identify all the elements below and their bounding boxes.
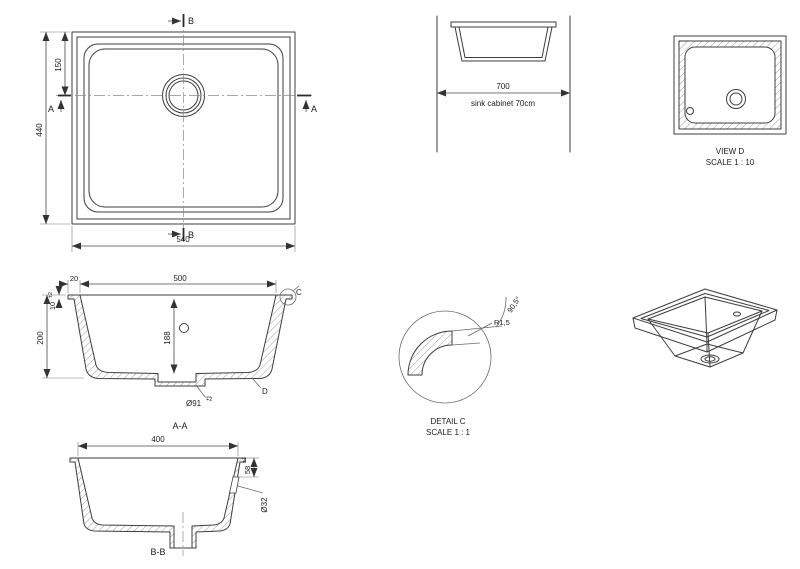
body-edge xyxy=(632,317,636,329)
dim-10: 10 xyxy=(48,302,57,310)
dim-r15: R1,5 xyxy=(494,318,510,327)
dim-400: 400 xyxy=(151,435,165,444)
dim-58-tol: ±1 xyxy=(242,457,248,463)
bowl-profile xyxy=(77,457,239,549)
body-edge xyxy=(706,319,776,353)
drain-inner-circle xyxy=(729,92,743,106)
rim-inner-quad xyxy=(640,293,770,338)
view-d-title: VIEW D xyxy=(716,147,745,156)
detail-c-view: R1,5 90,5° DETAIL C SCALE 1 : 1 xyxy=(398,295,523,437)
bowl-edge xyxy=(704,296,708,345)
detail-hatching xyxy=(408,331,452,375)
dim-700: 700 xyxy=(496,82,510,91)
bowl-profile xyxy=(79,294,277,383)
view-d-scale: SCALE 1 : 10 xyxy=(706,158,755,167)
dim-150: 150 xyxy=(54,58,63,72)
section-bb-caption: B-B xyxy=(150,547,165,557)
plan-view: B B A A 440 150 540 xyxy=(35,14,317,252)
corner-hole xyxy=(686,107,694,115)
dim-540: 540 xyxy=(176,235,190,244)
cut-material-hatching xyxy=(68,295,292,386)
top-face-extension xyxy=(451,325,503,332)
dim-58: 58 xyxy=(243,466,252,474)
drain-outer-circle xyxy=(726,89,746,109)
rim-hatching xyxy=(679,41,781,129)
detail-boundary-circle xyxy=(398,310,492,404)
bowl-edge xyxy=(707,332,711,368)
sink-rim-edge xyxy=(678,40,782,130)
isometric-view xyxy=(632,288,778,368)
detail-c-title: DETAIL C xyxy=(430,417,465,426)
overflow-dim-leader xyxy=(237,485,264,494)
dim-440: 440 xyxy=(35,123,44,137)
section-b-label-top: B xyxy=(188,16,194,26)
dim-91: Ø91 xyxy=(186,399,202,408)
detail-d-leader xyxy=(251,377,262,389)
outer-profile xyxy=(69,457,246,549)
body-edge xyxy=(634,327,708,353)
section-a-label-right: A xyxy=(311,104,317,114)
sink-outer-edge xyxy=(673,35,787,135)
inner-face-extension xyxy=(451,342,481,346)
angle-arc xyxy=(495,296,507,328)
dim-32: Ø32 xyxy=(260,497,269,513)
dim-500: 500 xyxy=(173,274,187,283)
cabinet-elevation-view: 700 sink cabinet 70cm xyxy=(436,15,571,153)
detail-c-circle xyxy=(279,288,297,306)
dim-188: 188 xyxy=(163,331,172,345)
cut-material-hatching xyxy=(70,458,245,548)
detail-c-scale: SCALE 1 : 1 xyxy=(426,428,471,437)
drain-dim-leader xyxy=(195,384,206,398)
section-a-a-view: C D 20 500 10 ±2 200 188 Ø91 +2 A-A xyxy=(36,274,302,431)
detail-d-label: D xyxy=(262,387,268,396)
body-edge xyxy=(774,309,778,321)
bowl-edge xyxy=(647,318,676,357)
view-d: VIEW D SCALE 1 : 10 xyxy=(673,35,787,167)
detail-c-label: C xyxy=(296,288,302,297)
overflow-hole xyxy=(179,323,189,333)
section-b-b-view: 400 58 ±1 Ø32 B-B xyxy=(69,435,269,557)
cabinet-caption: sink cabinet 70cm xyxy=(471,99,535,108)
detail-c-leader xyxy=(292,285,300,292)
overflow-hole-cut xyxy=(229,476,240,494)
dim-200: 200 xyxy=(36,331,45,345)
drain-inner-ellipse xyxy=(704,356,716,362)
dim-91-tol: +2 xyxy=(206,397,212,403)
section-b-label-bottom: B xyxy=(188,230,194,240)
outer-profile xyxy=(67,294,293,387)
dim-20: 20 xyxy=(70,274,78,283)
drain-outer-ellipse xyxy=(700,354,720,364)
rim-hole xyxy=(733,311,741,317)
bowl-inner-profile xyxy=(458,26,549,58)
dim-angle: 90,5° xyxy=(505,295,522,315)
bowl-edge xyxy=(742,310,763,354)
radius-leader xyxy=(467,322,493,337)
bowl-outer-profile xyxy=(454,26,553,62)
section-a-label-left: A xyxy=(48,104,54,114)
section-aa-caption: A-A xyxy=(172,421,187,431)
bowl-opening-edge xyxy=(684,46,776,124)
